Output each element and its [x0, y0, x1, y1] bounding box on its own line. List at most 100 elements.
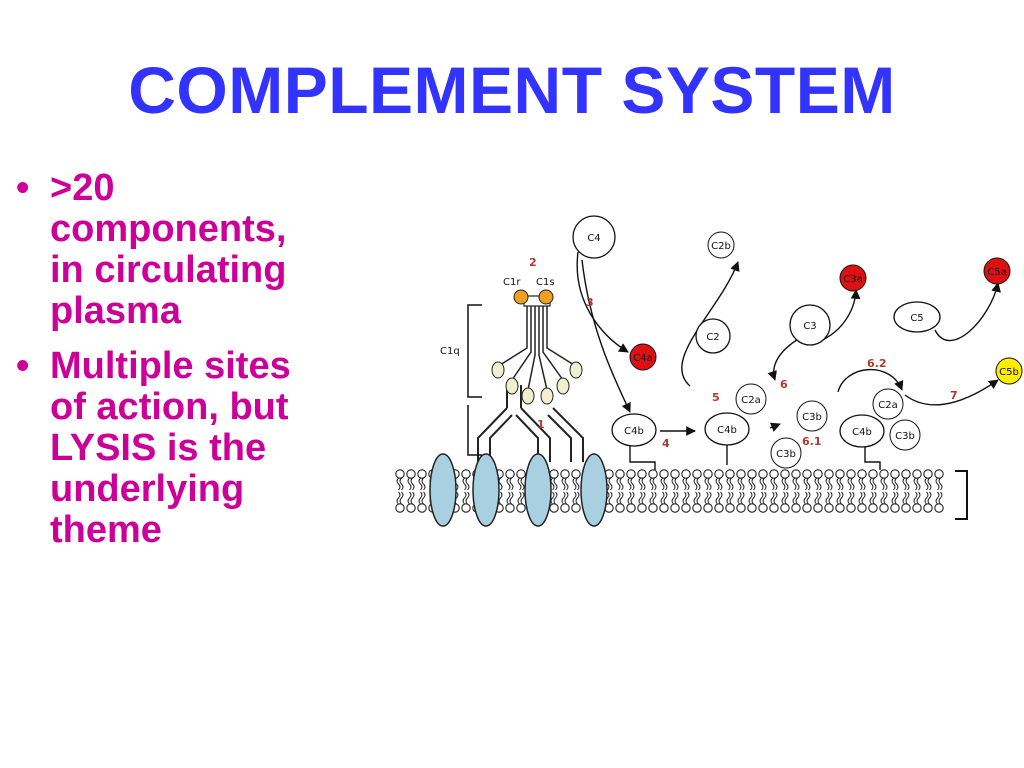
lipid-tail	[891, 477, 899, 491]
lipid-head	[417, 503, 427, 513]
lipid-tail	[814, 491, 822, 505]
lipid-head	[461, 469, 471, 479]
bullet-line: components,	[50, 208, 287, 250]
lipid-head	[857, 469, 867, 479]
lipid-head	[395, 469, 405, 479]
lipid-head	[736, 503, 746, 513]
c4-label: C4	[587, 233, 600, 244]
c1q-label: C1q	[440, 346, 460, 357]
lipid-tail	[627, 491, 635, 505]
lipid-tail	[638, 491, 646, 505]
lipid-tail	[825, 491, 833, 505]
lipid-tail	[869, 491, 877, 505]
lipid-tail	[396, 477, 404, 491]
lipid-head	[813, 503, 823, 513]
lipid-tail	[715, 491, 723, 505]
lipid-tail	[902, 477, 910, 491]
lipid-head	[879, 503, 889, 513]
lipid-tail	[506, 477, 514, 491]
c2a-circle	[735, 383, 767, 415]
lipid-head	[560, 469, 570, 479]
lipid-head	[758, 469, 768, 479]
lipid-head	[923, 469, 933, 479]
lipid-head	[626, 503, 636, 513]
lipid-tail	[759, 477, 767, 491]
lipid-head	[835, 503, 845, 513]
c1q-bracket	[467, 304, 482, 398]
lipid-tail	[726, 477, 734, 491]
lipid-tail	[913, 491, 921, 505]
c5-label: C5	[910, 313, 923, 324]
lipid-tail	[770, 477, 778, 491]
lipid-tail	[550, 491, 558, 505]
c1q-head	[521, 387, 535, 405]
lipid-tail	[693, 477, 701, 491]
lipid-tail	[682, 491, 690, 505]
step-numbers: 2 3 1 4 5 6 6.1 6.2 7	[529, 256, 958, 450]
c2b-circle	[707, 231, 735, 259]
lipid-head	[549, 503, 559, 513]
lipid-tail	[748, 491, 756, 505]
lipid-head	[912, 469, 922, 479]
lipid-tail	[550, 477, 558, 491]
lipid-tail	[737, 477, 745, 491]
lipid-head	[769, 503, 779, 513]
lipid-head	[659, 469, 669, 479]
lipid-tail	[726, 491, 734, 505]
component-circles: C4 C4a C4b C2b C2 C4b C2a C3 C3a C3b C3b…	[572, 215, 1023, 469]
lipid-tail	[880, 477, 888, 491]
lipid-tail	[616, 477, 624, 491]
lipid-tail	[462, 491, 470, 505]
lipid-tail	[924, 491, 932, 505]
lipid-head	[912, 503, 922, 513]
lipid-head	[505, 503, 515, 513]
lipid-head	[901, 503, 911, 513]
step-number: 3	[586, 296, 594, 309]
lipid-tail	[660, 491, 668, 505]
lipid-tail	[671, 491, 679, 505]
lipid-tail	[682, 477, 690, 491]
step-number: 6	[780, 378, 788, 391]
c1q-head	[569, 361, 583, 379]
c3b-label: C3b	[776, 449, 796, 460]
lipid-head	[571, 503, 581, 513]
step-number: 6.1	[802, 435, 822, 448]
lipid-tail	[616, 491, 624, 505]
lipid-head	[846, 503, 856, 513]
lipid-head	[406, 503, 416, 513]
step-number: 2	[529, 256, 537, 269]
lipid-head	[934, 469, 944, 479]
lipid-tail	[572, 477, 580, 491]
lipid-head	[890, 503, 900, 513]
lipid-head	[659, 503, 669, 513]
c5b-circle	[995, 357, 1023, 385]
c3b-circle	[770, 437, 802, 469]
lipid-tail	[748, 477, 756, 491]
lipid-tail	[836, 491, 844, 505]
c3b-label: C3b	[895, 431, 915, 442]
c3-label: C3	[803, 321, 816, 332]
c2-circle	[695, 318, 731, 354]
lipid-head	[505, 469, 515, 479]
c3b-circle	[796, 400, 828, 432]
lipid-tail	[693, 491, 701, 505]
lipid-tail	[649, 491, 657, 505]
bullet-line: plasma	[50, 290, 181, 332]
c2a-circle	[872, 388, 904, 420]
bullet-item: • >20 components, in circulating plasma	[10, 168, 390, 332]
c5a-label: C5a	[987, 267, 1006, 278]
lipid-head	[835, 469, 845, 479]
lipid-head	[901, 469, 911, 479]
lipid-head	[703, 503, 713, 513]
bullet-marker: •	[16, 167, 30, 209]
step-number: 4	[662, 437, 670, 450]
lipid-head	[846, 469, 856, 479]
lipid-tail	[880, 491, 888, 505]
lipid-tail	[913, 477, 921, 491]
lipid-head	[516, 469, 526, 479]
c1r-circle	[513, 289, 529, 305]
c4a-label: C4a	[633, 353, 652, 364]
lipid-tail	[858, 491, 866, 505]
c4b-circle	[611, 413, 657, 447]
